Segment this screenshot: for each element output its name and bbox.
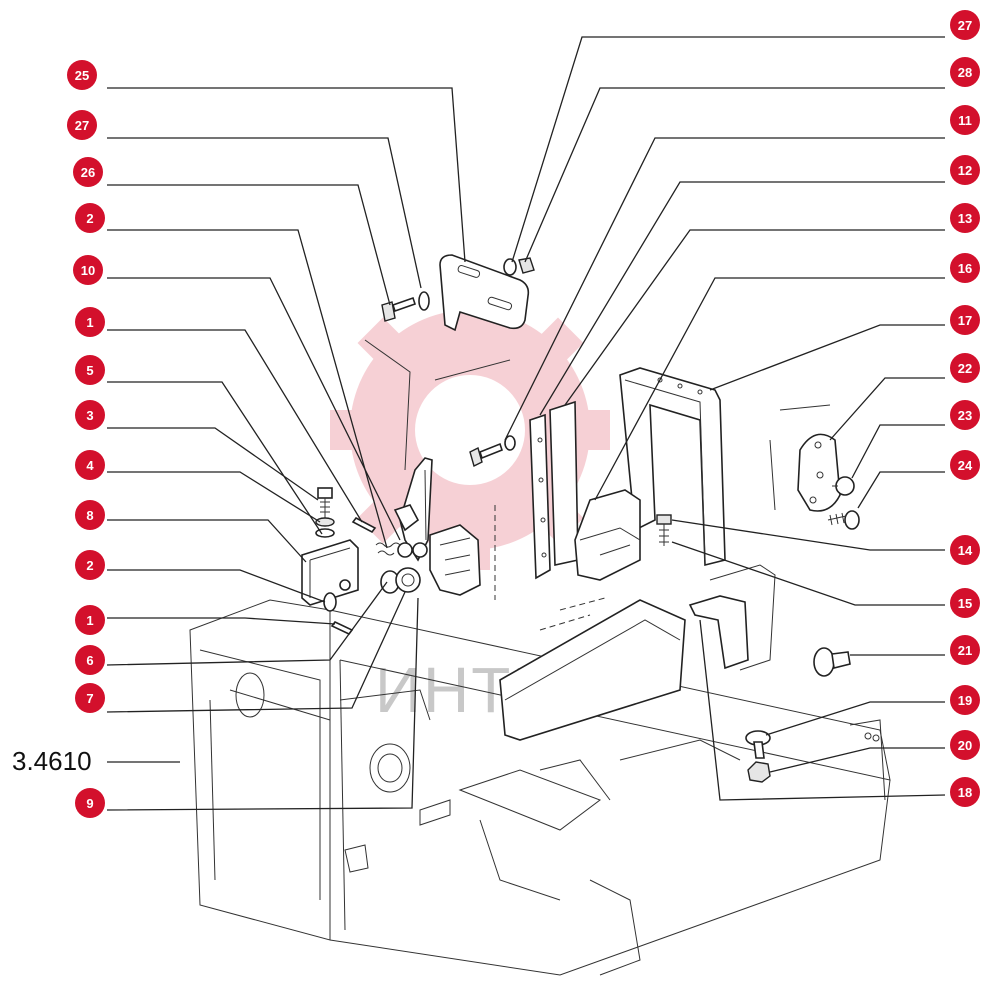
- callout-L2: 27: [67, 110, 97, 140]
- callout-L13: 6: [75, 645, 105, 675]
- bracket-8: [301, 539, 359, 606]
- bolt-26: [381, 296, 417, 322]
- watermark-gear-hole: [415, 375, 525, 485]
- callout-L4: 2: [75, 203, 105, 233]
- callout-R8: 22: [950, 353, 980, 383]
- callout-L14-label: 7: [86, 691, 93, 706]
- guide-bar-13: [549, 400, 579, 566]
- callout-L2-label: 27: [75, 118, 89, 133]
- callout-R16-label: 18: [958, 785, 972, 800]
- callout-R5-label: 13: [958, 211, 972, 226]
- callout-R2-label: 28: [958, 65, 972, 80]
- pin-1-upper: [351, 516, 377, 534]
- callout-L9: 4: [75, 450, 105, 480]
- callout-R13-label: 21: [958, 643, 972, 658]
- callout-L3-label: 26: [81, 165, 95, 180]
- callout-R12-label: 15: [958, 596, 972, 611]
- callout-L15-label: 9: [86, 796, 93, 811]
- washer-nut-27-28: [503, 257, 535, 276]
- callout-R7-label: 17: [958, 313, 972, 328]
- callout-R11-label: 14: [958, 543, 973, 558]
- frame-17: [619, 367, 726, 567]
- callout-L12-label: 1: [86, 613, 93, 628]
- callout-L5: 10: [73, 255, 103, 285]
- callout-L5-label: 10: [81, 263, 95, 278]
- washer-27: [418, 291, 430, 311]
- bolt-19: [745, 730, 771, 759]
- callout-L11-label: 2: [86, 558, 93, 573]
- callout-L15: 9: [75, 788, 105, 818]
- callout-R14-label: 19: [958, 693, 972, 708]
- callout-L10-label: 8: [86, 508, 93, 523]
- callout-R14: 19: [950, 685, 980, 715]
- callout-L1: 25: [67, 60, 97, 90]
- callout-R3: 11: [950, 105, 980, 135]
- alignment-guides: [364, 339, 831, 631]
- screw-23: [832, 476, 855, 496]
- callout-R5: 13: [950, 203, 980, 233]
- callout-L1-label: 25: [75, 68, 89, 83]
- callout-L13-label: 6: [86, 653, 93, 668]
- callout-R10-label: 24: [958, 458, 973, 473]
- lever-assembly: [393, 457, 481, 596]
- callout-R11: 14: [950, 535, 980, 565]
- callout-R2: 28: [950, 57, 980, 87]
- callout-L3: 26: [73, 157, 103, 187]
- guide-bar-12: [529, 413, 551, 580]
- callout-R9: 23: [950, 400, 980, 430]
- callout-R1-label: 27: [958, 18, 972, 33]
- callout-L7: 5: [75, 355, 105, 385]
- callout-R9-label: 23: [958, 408, 972, 423]
- callout-R15: 20: [950, 730, 980, 760]
- callout-R10: 24: [950, 450, 980, 480]
- callout-L12: 1: [75, 605, 105, 635]
- callout-R15-label: 20: [958, 738, 972, 753]
- screw-24: [827, 510, 860, 530]
- callout-R6-label: 16: [958, 261, 972, 276]
- chute-panel: [499, 599, 686, 741]
- callout-L9-label: 4: [86, 458, 94, 473]
- callout-L14: 7: [75, 683, 105, 713]
- callout-L8: 3: [75, 400, 105, 430]
- bracket-18: [688, 564, 776, 671]
- callout-L4-label: 2: [86, 211, 93, 226]
- figure-reference-number: 3.4610: [12, 746, 92, 776]
- callout-L6: 1: [75, 307, 105, 337]
- cover-plate-22: [797, 433, 841, 512]
- callout-L6-label: 1: [86, 315, 93, 330]
- bearing-6-7: [380, 567, 421, 594]
- callout-R16: 18: [950, 777, 980, 807]
- callout-L11: 2: [75, 550, 105, 580]
- spring-2: [375, 542, 401, 556]
- callout-R1: 27: [950, 10, 980, 40]
- callout-R8-label: 22: [958, 361, 972, 376]
- callout-R4: 12: [950, 155, 980, 185]
- mounting-plate-25: [439, 254, 530, 332]
- callout-L10: 8: [75, 500, 105, 530]
- callout-R12: 15: [950, 588, 980, 618]
- callout-R3-label: 11: [958, 113, 972, 128]
- knob-21: [813, 647, 851, 677]
- bolt-11: [469, 435, 516, 468]
- screw-14-15: [656, 514, 672, 546]
- leader-lines: [106, 36, 946, 811]
- housing-16: [574, 489, 641, 581]
- nut-20: [747, 761, 771, 783]
- callout-L7-label: 5: [86, 363, 93, 378]
- washer-2-lower: [323, 592, 337, 612]
- callout-R4-label: 12: [958, 163, 972, 178]
- callout-R13: 21: [950, 635, 980, 665]
- callout-R7: 17: [950, 305, 980, 335]
- callout-L8-label: 3: [86, 408, 93, 423]
- callout-R6: 16: [950, 253, 980, 283]
